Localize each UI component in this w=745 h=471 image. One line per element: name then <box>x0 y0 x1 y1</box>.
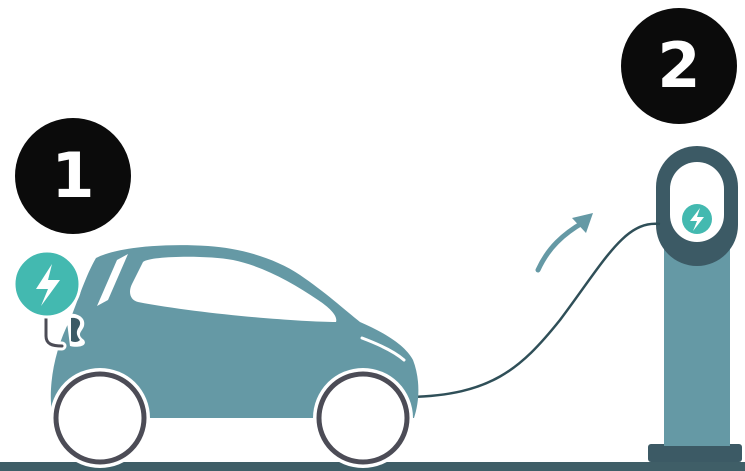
rear-wheel <box>50 368 150 468</box>
charger-lightning-bolt-icon <box>682 204 712 234</box>
step-2-number: 2 <box>657 35 700 97</box>
charger-pillar <box>664 240 730 446</box>
curved-arrow-icon <box>538 213 593 270</box>
step-1-badge: 1 <box>15 118 131 234</box>
electric-car <box>50 245 418 468</box>
front-wheel <box>313 368 413 468</box>
step-2-badge: 2 <box>621 8 737 124</box>
car-lightning-bolt-icon <box>14 251 80 317</box>
charging-cable <box>410 224 660 397</box>
charging-station <box>648 146 742 462</box>
charger-base <box>648 444 742 462</box>
step-1-number: 1 <box>51 145 94 207</box>
